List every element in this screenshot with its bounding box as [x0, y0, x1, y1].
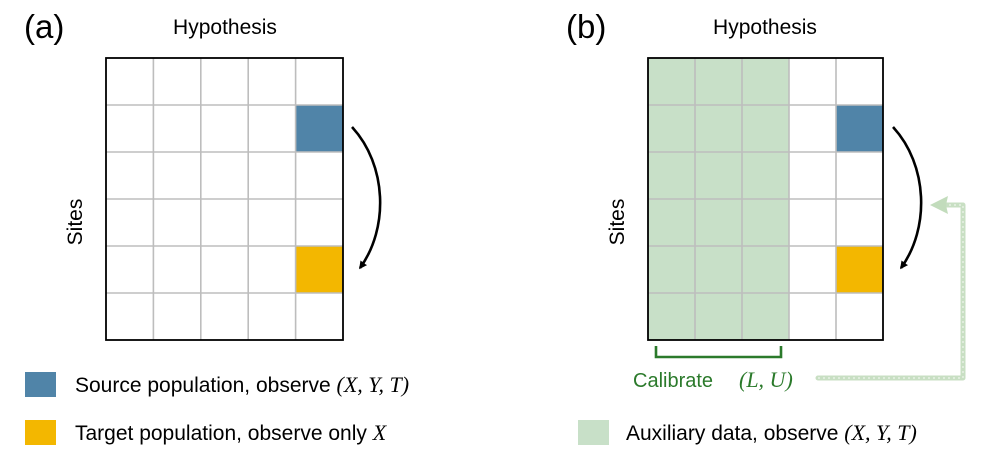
target-cell: [295, 246, 343, 293]
panel-b-grid: [647, 57, 884, 341]
legend: Source population, observe (X, Y, T) Tar…: [25, 372, 917, 445]
source-to-target-arrow: [892, 126, 923, 270]
legend-text-auxiliary: Auxiliary data, observe (X, Y, T): [626, 420, 917, 445]
panel-a-grid: [105, 57, 344, 341]
source-cell: [836, 105, 883, 152]
grid-lines: [648, 58, 883, 340]
grid-lines: [106, 58, 343, 340]
target-cell: [836, 246, 883, 293]
calibrate-bracket: [654, 346, 783, 359]
source-cell: [295, 105, 343, 152]
legend-item-target: Target population, observe only X: [25, 420, 388, 445]
grid-frame: [105, 57, 344, 341]
panel-a-row-label: Sites: [64, 199, 87, 246]
calibrate-math: (L, U): [739, 367, 793, 392]
source-to-target-arrow: [351, 126, 382, 270]
calibrate-label: Calibrate (L, U): [633, 367, 793, 392]
legend-item-source: Source population, observe (X, Y, T): [25, 372, 409, 397]
panel-b: (b) Hypothesis Sites Calibrate (L, U): [566, 8, 966, 392]
legend-item-auxiliary: Auxiliary data, observe (X, Y, T): [578, 420, 917, 445]
legend-text-target: Target population, observe only X: [75, 420, 388, 445]
legend-swatch-auxiliary: [578, 420, 609, 445]
panel-a-label: (a): [24, 8, 64, 45]
panel-b-row-label: Sites: [606, 199, 629, 246]
legend-text-source: Source population, observe (X, Y, T): [75, 372, 409, 397]
panel-b-label: (b): [566, 8, 606, 45]
calibrate-text: Calibrate: [633, 370, 713, 392]
feedback-arrowhead: [930, 196, 948, 214]
panel-a-column-label: Hypothesis: [173, 16, 277, 39]
legend-swatch-target: [25, 420, 56, 445]
panel-b-column-label: Hypothesis: [713, 16, 817, 39]
grid-frame: [647, 57, 884, 341]
auxiliary-feedback-arrow: [815, 196, 966, 381]
legend-swatch-source: [25, 372, 56, 397]
panel-a: (a) Hypothesis Sites: [24, 8, 382, 341]
